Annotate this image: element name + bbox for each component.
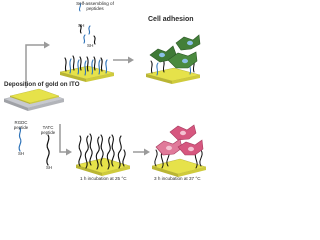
incubation-substrate-bottom: [75, 133, 131, 176]
arrow-bottom-right: [133, 148, 150, 156]
label-self-assembling-line1: Self-assembling of: [76, 1, 114, 6]
label-sh-top-left: SH: [78, 23, 85, 28]
process-arrows: [25, 41, 150, 156]
label-rgdc-line1: RGDC: [14, 120, 28, 125]
label-self-assembling: Self-assembling of peptides: [70, 1, 120, 12]
sam-substrate-top: [59, 24, 115, 82]
label-sh-tatc: SH: [46, 165, 53, 170]
label-incubation-37: 3 h incubation at 37 °C: [154, 176, 201, 181]
cell-adhesion-top: [145, 34, 201, 84]
floating-peptides-top: [79, 24, 96, 45]
label-rgdc-line2: peptide: [13, 124, 29, 130]
tatc-monolayer: [78, 133, 126, 170]
floating-sh-peptide-blue: [78, 2, 82, 12]
peptide-legend-glyphs: [18, 2, 82, 166]
diagram-canvas: Self-assembling of peptides SH SH Cell a…: [3, 1, 207, 181]
label-tatc: TATC peptide: [37, 125, 59, 135]
label-tatc-line2: peptide: [40, 129, 56, 135]
arrow-to-bottom-row: [59, 124, 72, 156]
arrow-to-top-row: [25, 41, 50, 88]
green-cells: [149, 34, 201, 69]
peptide-monolayer-top: [64, 55, 108, 76]
label-self-assembling-line2: peptides: [86, 5, 104, 11]
label-deposition: Deposition of gold on ITO: [4, 81, 80, 88]
arrow-top-right: [113, 56, 134, 64]
label-rgdc: RGDC peptide: [10, 120, 32, 130]
tatc-peptide-icon: [46, 134, 50, 166]
label-sh-rgdc: SH: [18, 151, 25, 156]
label-cell-adhesion: Cell adhesion: [148, 16, 194, 23]
rgdc-peptide-icon: [18, 127, 22, 152]
label-sh-top-right: SH: [87, 43, 94, 48]
cell-adhesion-bottom: [151, 124, 207, 177]
label-incubation-25: 1 h incubation at 25 °C: [80, 176, 127, 181]
gold-ito-substrate: [3, 88, 65, 111]
pink-cells: [155, 124, 204, 156]
label-tatc-line1: TATC: [42, 125, 54, 130]
